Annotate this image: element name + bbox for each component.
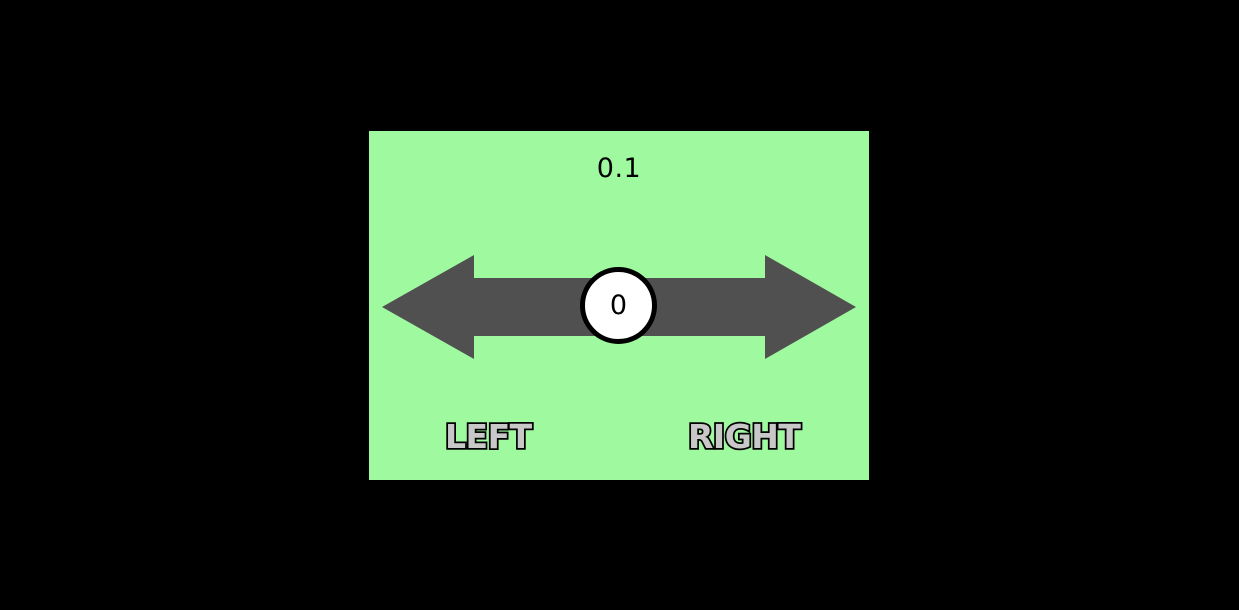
slider-knob-value: 0 <box>609 289 628 321</box>
slider-right-label: RIGHT <box>686 417 802 456</box>
slider-panel: 0.1 LEFT RIGHT 0 <box>369 131 869 480</box>
slider-knob[interactable]: 0 <box>580 267 657 344</box>
slider-left-label: LEFT <box>443 417 534 456</box>
slider-value-readout: 0.1 <box>596 153 642 184</box>
